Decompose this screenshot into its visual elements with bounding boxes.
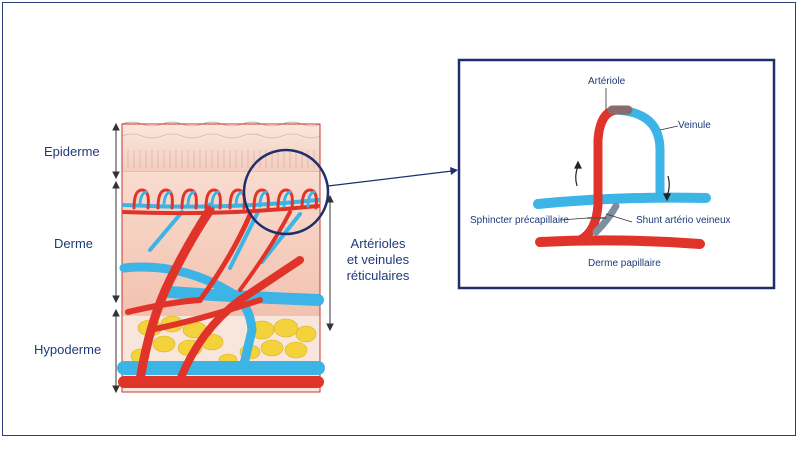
veins: [117, 198, 325, 375]
label-shunt: Shunt artério veineux: [636, 215, 731, 226]
zoom-arrow-head: [450, 167, 458, 175]
flow-arrows: [574, 160, 671, 202]
label-vessels-line2: et veinules: [346, 252, 410, 267]
label-arteriole: Artériole: [588, 76, 626, 87]
zoom-arrow: [327, 170, 453, 187]
label-veinule: Veinule: [678, 120, 711, 131]
label-derme: Derme: [54, 236, 94, 251]
layer-brackets: [112, 122, 120, 394]
label-hypoderme: Hypoderme: [34, 342, 102, 357]
capillary-loops: [132, 188, 318, 210]
inset-leaders: [559, 88, 679, 223]
inset-vessels: [533, 105, 711, 249]
label-sphincter: Sphincter précapillaire: [470, 215, 569, 226]
vessels-bracket: [326, 194, 334, 332]
zoom-circle: [242, 148, 330, 236]
arteries: [118, 204, 324, 388]
inset-frame: [457, 58, 776, 290]
label-derme-papillaire: Derme papillaire: [588, 258, 661, 269]
label-vessels: Artérioles et veinules réticulaires: [338, 236, 418, 284]
label-vessels-line3: réticulaires: [346, 268, 410, 283]
label-epiderme: Epiderme: [44, 144, 100, 159]
label-vessels-line1: Artérioles: [350, 236, 406, 251]
